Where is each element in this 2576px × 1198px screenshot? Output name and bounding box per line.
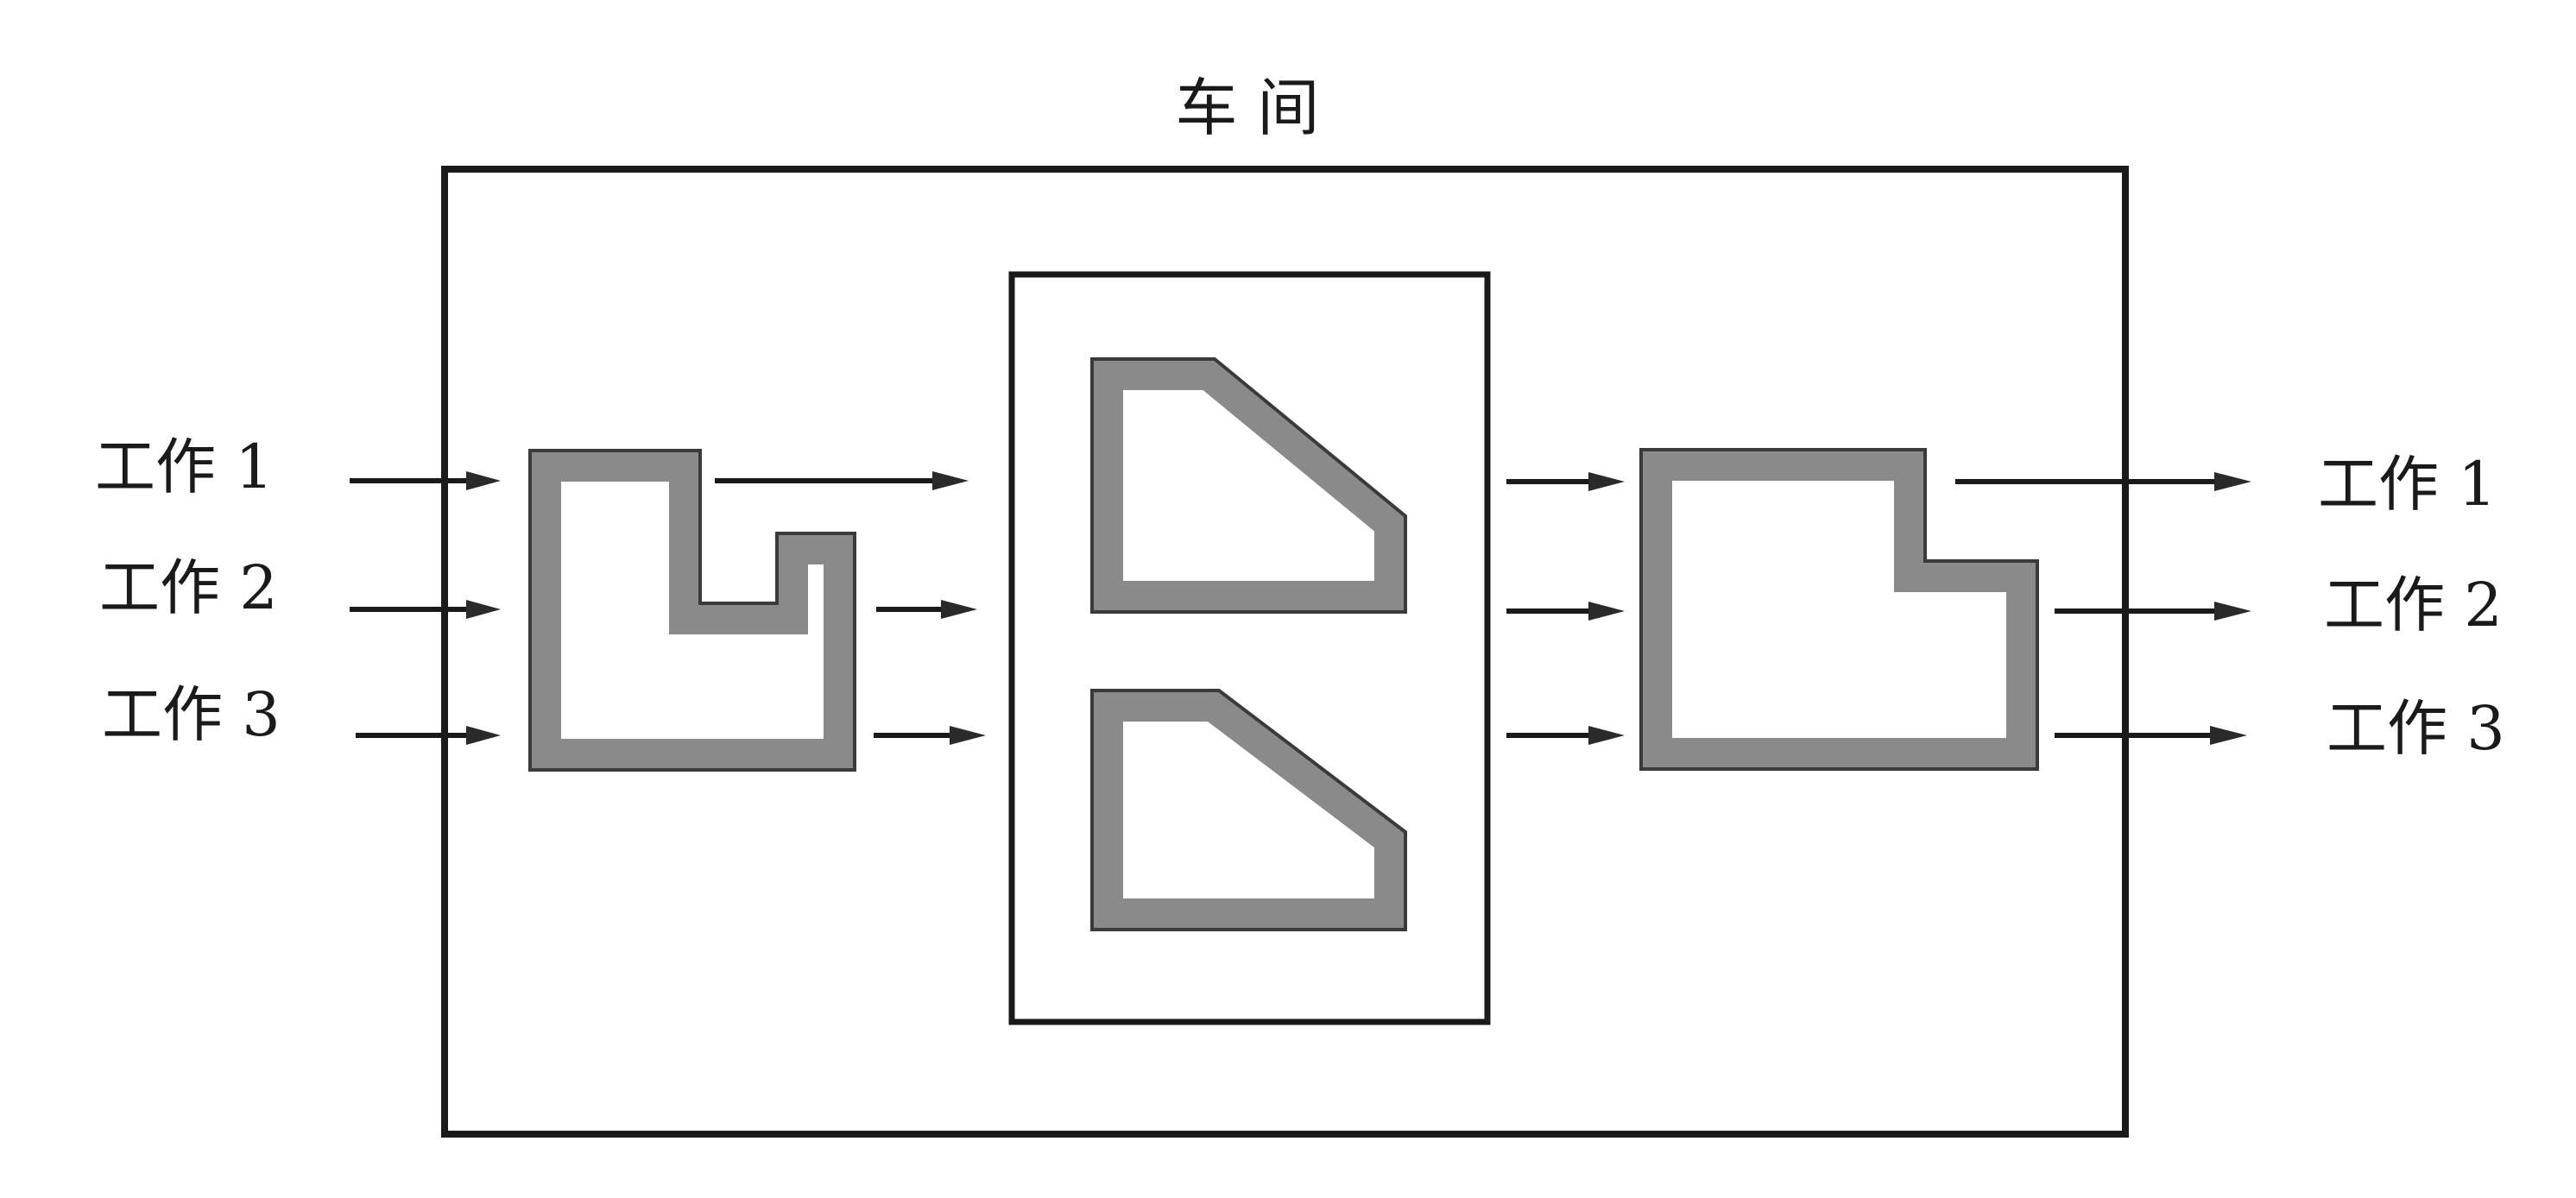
workshop-frame — [441, 166, 2129, 1138]
station-3-shape — [1639, 448, 2039, 771]
arrow-output-1 — [1955, 472, 2251, 491]
arrow-1-to-2-top — [715, 471, 969, 490]
station-1-shape — [528, 449, 856, 772]
arrow-2-to-3-bottom — [1506, 726, 1625, 745]
output-label-2: 工作 2 — [2324, 570, 2503, 640]
input-label-1: 工作 1 — [95, 432, 274, 502]
station-2-lower-shape — [1090, 689, 1407, 931]
middle-station-frame — [1008, 271, 1491, 1025]
station-2-upper-shape — [1090, 357, 1407, 614]
arrow-2-to-3-top — [1506, 472, 1625, 491]
arrow-input-3 — [356, 726, 501, 745]
output-label-3: 工作 3 — [2327, 693, 2505, 764]
arrow-1-to-2-bottom — [874, 726, 986, 745]
diagram-title: 车 间 — [1176, 72, 1320, 144]
arrow-input-2 — [350, 600, 501, 619]
input-label-2: 工作 2 — [99, 552, 278, 623]
arrow-2-to-3-mid — [1506, 602, 1625, 621]
arrow-input-1 — [350, 471, 501, 490]
arrow-output-3 — [2055, 726, 2247, 745]
output-label-1: 工作 1 — [2318, 449, 2497, 520]
arrow-output-2 — [2055, 602, 2251, 621]
arrow-1-to-2-mid — [876, 600, 977, 619]
input-label-3: 工作 3 — [102, 679, 281, 750]
